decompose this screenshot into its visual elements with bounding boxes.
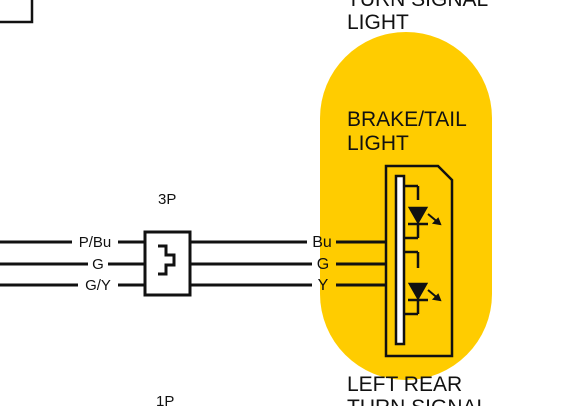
brake-tail-label-line2: LIGHT [347, 132, 409, 155]
wire-label-left-1: P/Bu [79, 234, 112, 251]
wire-label-right-3: Y [318, 277, 329, 294]
connector-3p [143, 230, 192, 297]
led-emission-arrows [427, 213, 442, 302]
left-rear-label-line2: TURN SIGNAL [347, 396, 488, 406]
left-rear-label-line1: LEFT REAR [347, 373, 462, 396]
wire-label-right-1: Bu [312, 234, 332, 251]
connector-1p-label: 1P [156, 393, 174, 406]
left-wires [0, 240, 145, 287]
turn-signal-label-top-line1: TURN SIGNAL [347, 0, 488, 11]
brake-tail-circuit [404, 184, 429, 316]
wire-label-left-2: G [92, 256, 104, 273]
brake-tail-label-line1: BRAKE/TAIL [347, 108, 467, 131]
right-wires [190, 240, 386, 287]
turn-signal-label-top-line2: LIGHT [347, 11, 409, 34]
connector-3p-label: 3P [158, 191, 176, 208]
highlight-capsule [320, 32, 492, 380]
wire-label-left-3: G/Y [85, 277, 111, 294]
wire-label-right-2: G [317, 256, 329, 273]
top-left-box-edge [0, 0, 34, 24]
brake-tail-light-housing [384, 164, 454, 358]
